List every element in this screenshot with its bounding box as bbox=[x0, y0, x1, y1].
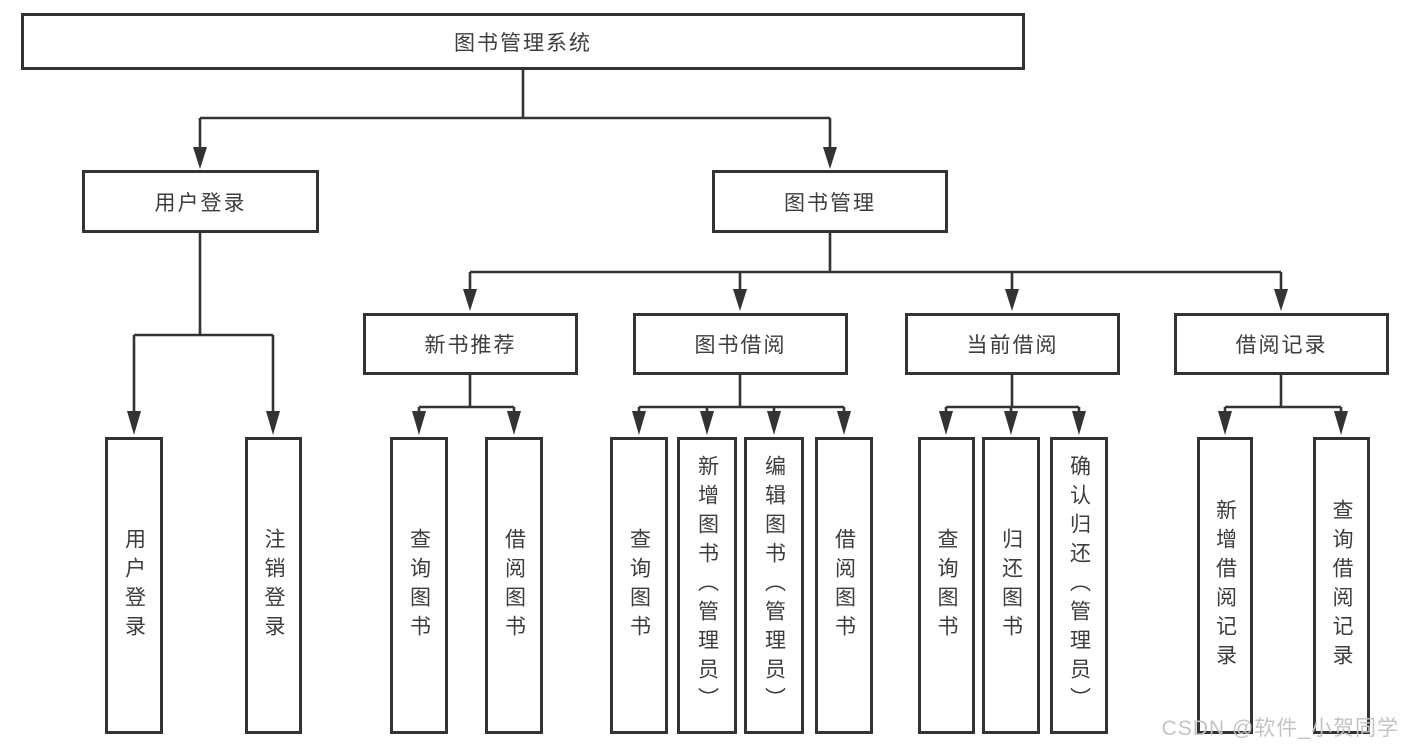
leaf-logout: 注销登录 bbox=[245, 437, 302, 734]
node-current-borrow: 当前借阅 bbox=[905, 313, 1120, 375]
leaf-borrow-books-label: 借阅图书 bbox=[832, 527, 856, 644]
leaf-query-books-borrow-label: 查询图书 bbox=[627, 527, 651, 644]
node-book-borrow-label: 图书借阅 bbox=[694, 334, 787, 357]
node-borrow-records: 借阅记录 bbox=[1174, 313, 1389, 375]
leaf-borrow-books-recommend-label: 借阅图书 bbox=[502, 527, 526, 644]
leaf-add-book-admin: 新增图书（管理员） bbox=[677, 437, 737, 734]
node-root-label: 图书管理系统 bbox=[454, 31, 592, 55]
leaf-edit-book-admin: 编辑图书（管理员） bbox=[744, 437, 804, 734]
node-book-management: 图书管理 bbox=[712, 170, 948, 233]
csdn-watermark: CSDN @软件_小贺同学 bbox=[1161, 717, 1399, 740]
leaf-borrow-books-recommend: 借阅图书 bbox=[485, 437, 543, 734]
node-book-borrow: 图书借阅 bbox=[633, 313, 848, 375]
leaf-query-books-current: 查询图书 bbox=[918, 437, 975, 734]
leaf-user-login: 用户登录 bbox=[105, 437, 163, 734]
leaf-edit-book-admin-label: 编辑图书（管理员） bbox=[762, 455, 786, 716]
node-new-book-recommend: 新书推荐 bbox=[363, 313, 578, 375]
node-book-management-label: 图书管理 bbox=[784, 191, 876, 215]
node-borrow-records-label: 借阅记录 bbox=[1235, 334, 1328, 357]
leaf-query-books-borrow: 查询图书 bbox=[610, 437, 668, 734]
leaf-add-book-admin-label: 新增图书（管理员） bbox=[695, 455, 719, 716]
leaf-query-books-recommend-label: 查询图书 bbox=[407, 527, 431, 644]
node-current-borrow-label: 当前借阅 bbox=[966, 334, 1059, 357]
leaf-return-book: 归还图书 bbox=[982, 437, 1040, 734]
leaf-add-borrow-record: 新增借阅记录 bbox=[1197, 437, 1253, 734]
leaf-add-borrow-record-label: 新增借阅记录 bbox=[1213, 498, 1237, 673]
leaf-confirm-return-admin-label: 确认归还（管理员） bbox=[1067, 455, 1091, 716]
node-new-book-recommend-label: 新书推荐 bbox=[424, 334, 517, 357]
leaf-borrow-books: 借阅图书 bbox=[815, 437, 873, 734]
node-user-login-label: 用户登录 bbox=[154, 191, 247, 215]
leaf-query-books-current-label: 查询图书 bbox=[935, 527, 958, 644]
leaf-query-books-recommend: 查询图书 bbox=[390, 437, 448, 734]
leaf-return-book-label: 归还图书 bbox=[999, 527, 1023, 644]
leaf-query-borrow-record: 查询借阅记录 bbox=[1313, 437, 1370, 734]
node-root: 图书管理系统 bbox=[21, 13, 1025, 70]
leaf-logout-label: 注销登录 bbox=[262, 527, 285, 644]
leaf-query-borrow-record-label: 查询借阅记录 bbox=[1330, 498, 1353, 673]
leaf-user-login-label: 用户登录 bbox=[122, 527, 146, 644]
leaf-confirm-return-admin: 确认归还（管理员） bbox=[1050, 437, 1108, 734]
node-user-login: 用户登录 bbox=[82, 170, 319, 233]
